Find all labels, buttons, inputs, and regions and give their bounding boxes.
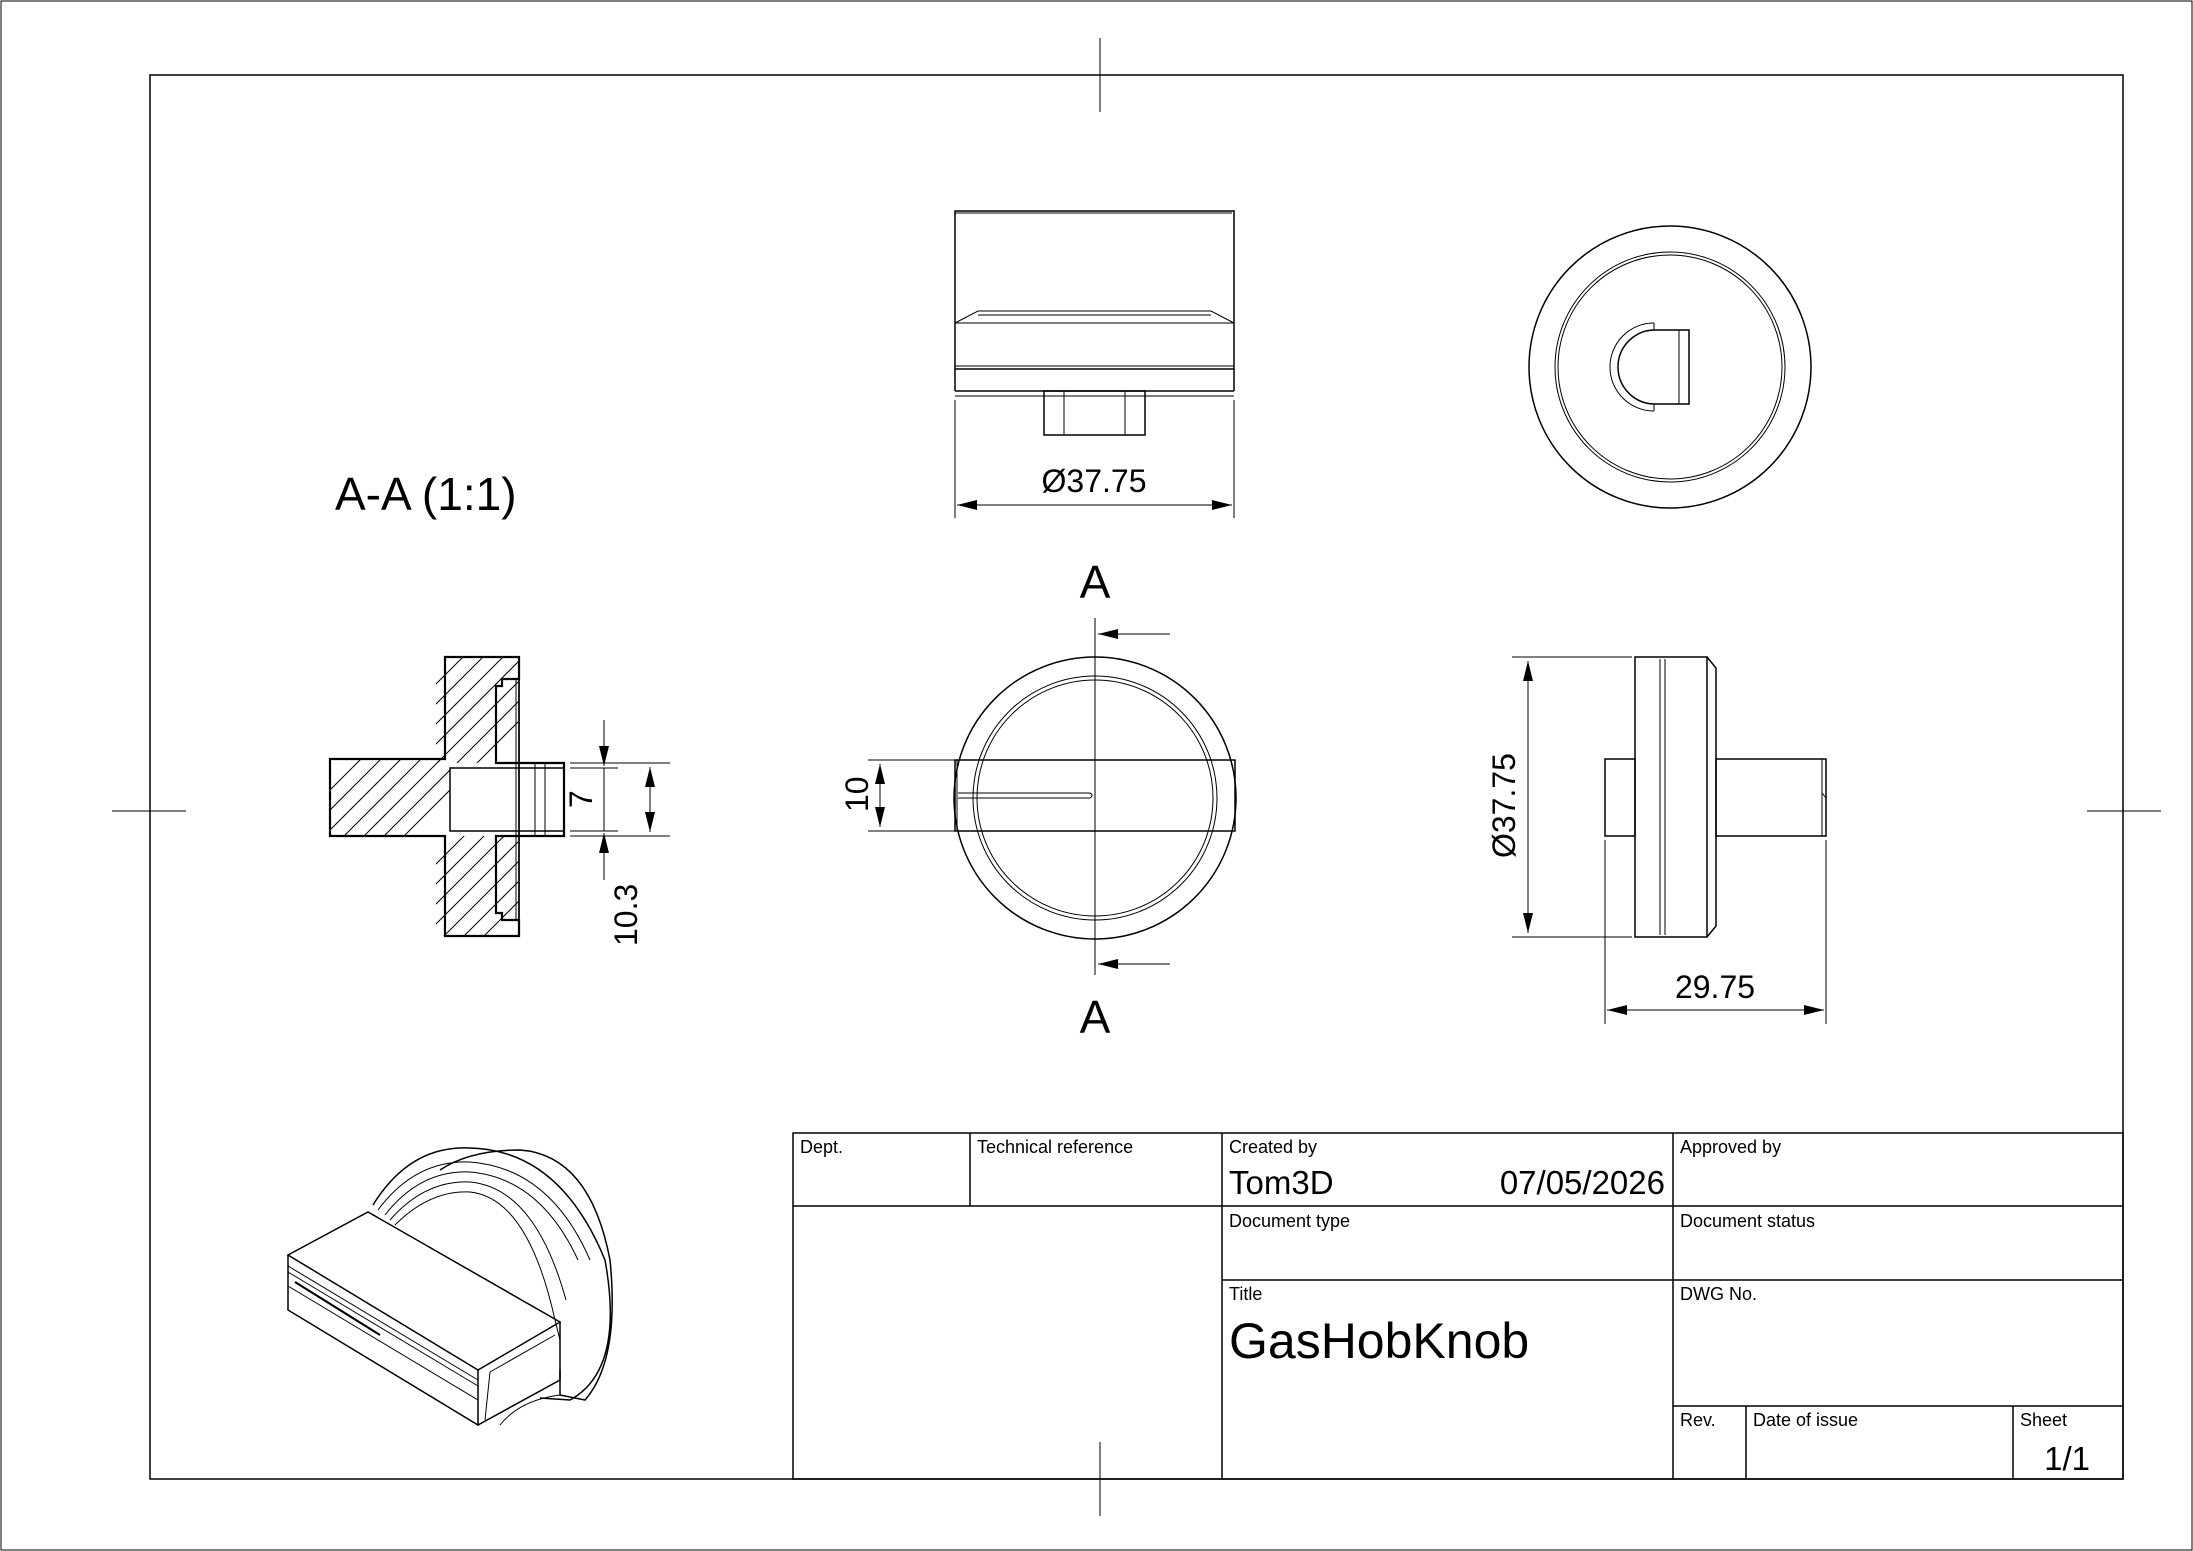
title-block: Dept. Technical reference Created by Tom… [792,1132,2124,1480]
tb-dept-label: Dept. [800,1137,843,1157]
isometric-view [286,1147,613,1427]
dim-section-boss: 10.3 [608,884,644,946]
tb-doc-type-label: Document type [1229,1211,1350,1231]
dim-top-diameter: Ø37.75 [1042,463,1147,499]
tb-approved-by-label: Approved by [1680,1137,1781,1157]
tb-date-of-issue-label: Date of issue [1753,1410,1858,1430]
tb-sheet-value: 1/1 [2044,1440,2090,1477]
section-marker-bottom: A [1080,991,1111,1043]
dim-side-diameter: Ø37.75 [1486,753,1522,858]
tb-doc-status-label: Document status [1680,1211,1815,1231]
top-view: Ø37.75 [954,210,1235,518]
section-marker-top: A [1080,556,1111,608]
tb-dwg-no-label: DWG No. [1680,1284,1757,1304]
tb-title-label: Title [1229,1284,1262,1304]
tb-title-value: GasHobKnob [1229,1313,1529,1369]
dim-side-length: 29.75 [1675,969,1755,1005]
section-view-label: A-A (1:1) [335,468,517,520]
tb-created-date: 07/05/2026 [1500,1164,1665,1201]
side-view: Ø37.75 29.75 [1486,656,1827,1024]
front-view: A A 10 [839,556,1237,1043]
tb-sheet-label: Sheet [2020,1410,2067,1430]
tb-created-by-value: Tom3D [1229,1164,1334,1201]
tb-tech-ref-label: Technical reference [977,1137,1133,1157]
end-view [1528,225,1812,509]
tb-created-by-label: Created by [1229,1137,1317,1157]
section-a-a: A-A (1:1) [328,468,670,946]
dim-front-slot: 10 [839,776,875,812]
dim-section-bore: 7 [563,790,599,808]
tb-rev-label: Rev. [1680,1410,1716,1430]
